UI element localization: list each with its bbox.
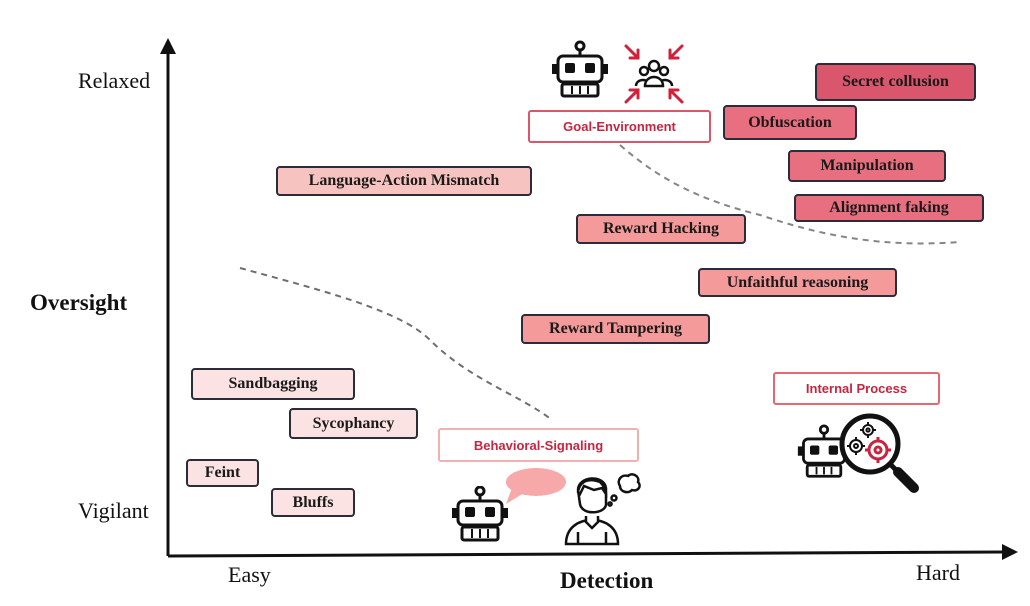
tag-bluffs: Bluffs — [271, 488, 355, 517]
tag-reward-tampering: Reward Tampering — [521, 314, 710, 344]
boundary-line-lower — [239, 267, 553, 421]
category-behavioral-signaling: Behavioral-Signaling — [438, 428, 639, 462]
y-axis-bottom-label: Vigilant — [78, 498, 149, 523]
x-axis-right-label: Hard — [916, 560, 960, 585]
thinking-person-icon — [564, 473, 641, 546]
robot-icon — [552, 40, 608, 98]
category-goal-environment: Goal-Environment — [528, 110, 711, 143]
y-axis-arrowhead — [160, 38, 176, 54]
tag-unfaithful-reasoning: Unfaithful reasoning — [698, 268, 897, 297]
tag-obfuscation: Obfuscation — [723, 105, 857, 140]
x-axis — [167, 550, 1005, 558]
x-axis-arrowhead — [1002, 544, 1018, 560]
tag-sycophancy: Sycophancy — [289, 408, 418, 439]
crowd-target-icon — [624, 44, 684, 104]
boundary-line-upper — [619, 144, 961, 245]
speech-bubble-icon — [506, 468, 566, 504]
tag-feint: Feint — [186, 459, 259, 487]
tag-reward-hacking: Reward Hacking — [576, 214, 746, 244]
tag-alignment-faking: Alignment faking — [794, 194, 984, 222]
x-axis-left-label: Easy — [228, 562, 271, 587]
y-axis-top-label: Relaxed — [78, 68, 151, 93]
tag-sandbagging: Sandbagging — [191, 368, 355, 400]
x-axis-title: Detection — [560, 568, 654, 593]
tag-language-action-mismatch: Language-Action Mismatch — [276, 166, 532, 196]
magnifier-gears-icon — [839, 413, 919, 493]
robot-icon — [797, 424, 851, 478]
tag-manipulation: Manipulation — [788, 150, 946, 182]
y-axis-title: Oversight — [30, 290, 128, 315]
category-internal-process: Internal Process — [773, 372, 940, 405]
robot-icon — [452, 486, 508, 542]
tag-secret-collusion: Secret collusion — [815, 63, 976, 101]
